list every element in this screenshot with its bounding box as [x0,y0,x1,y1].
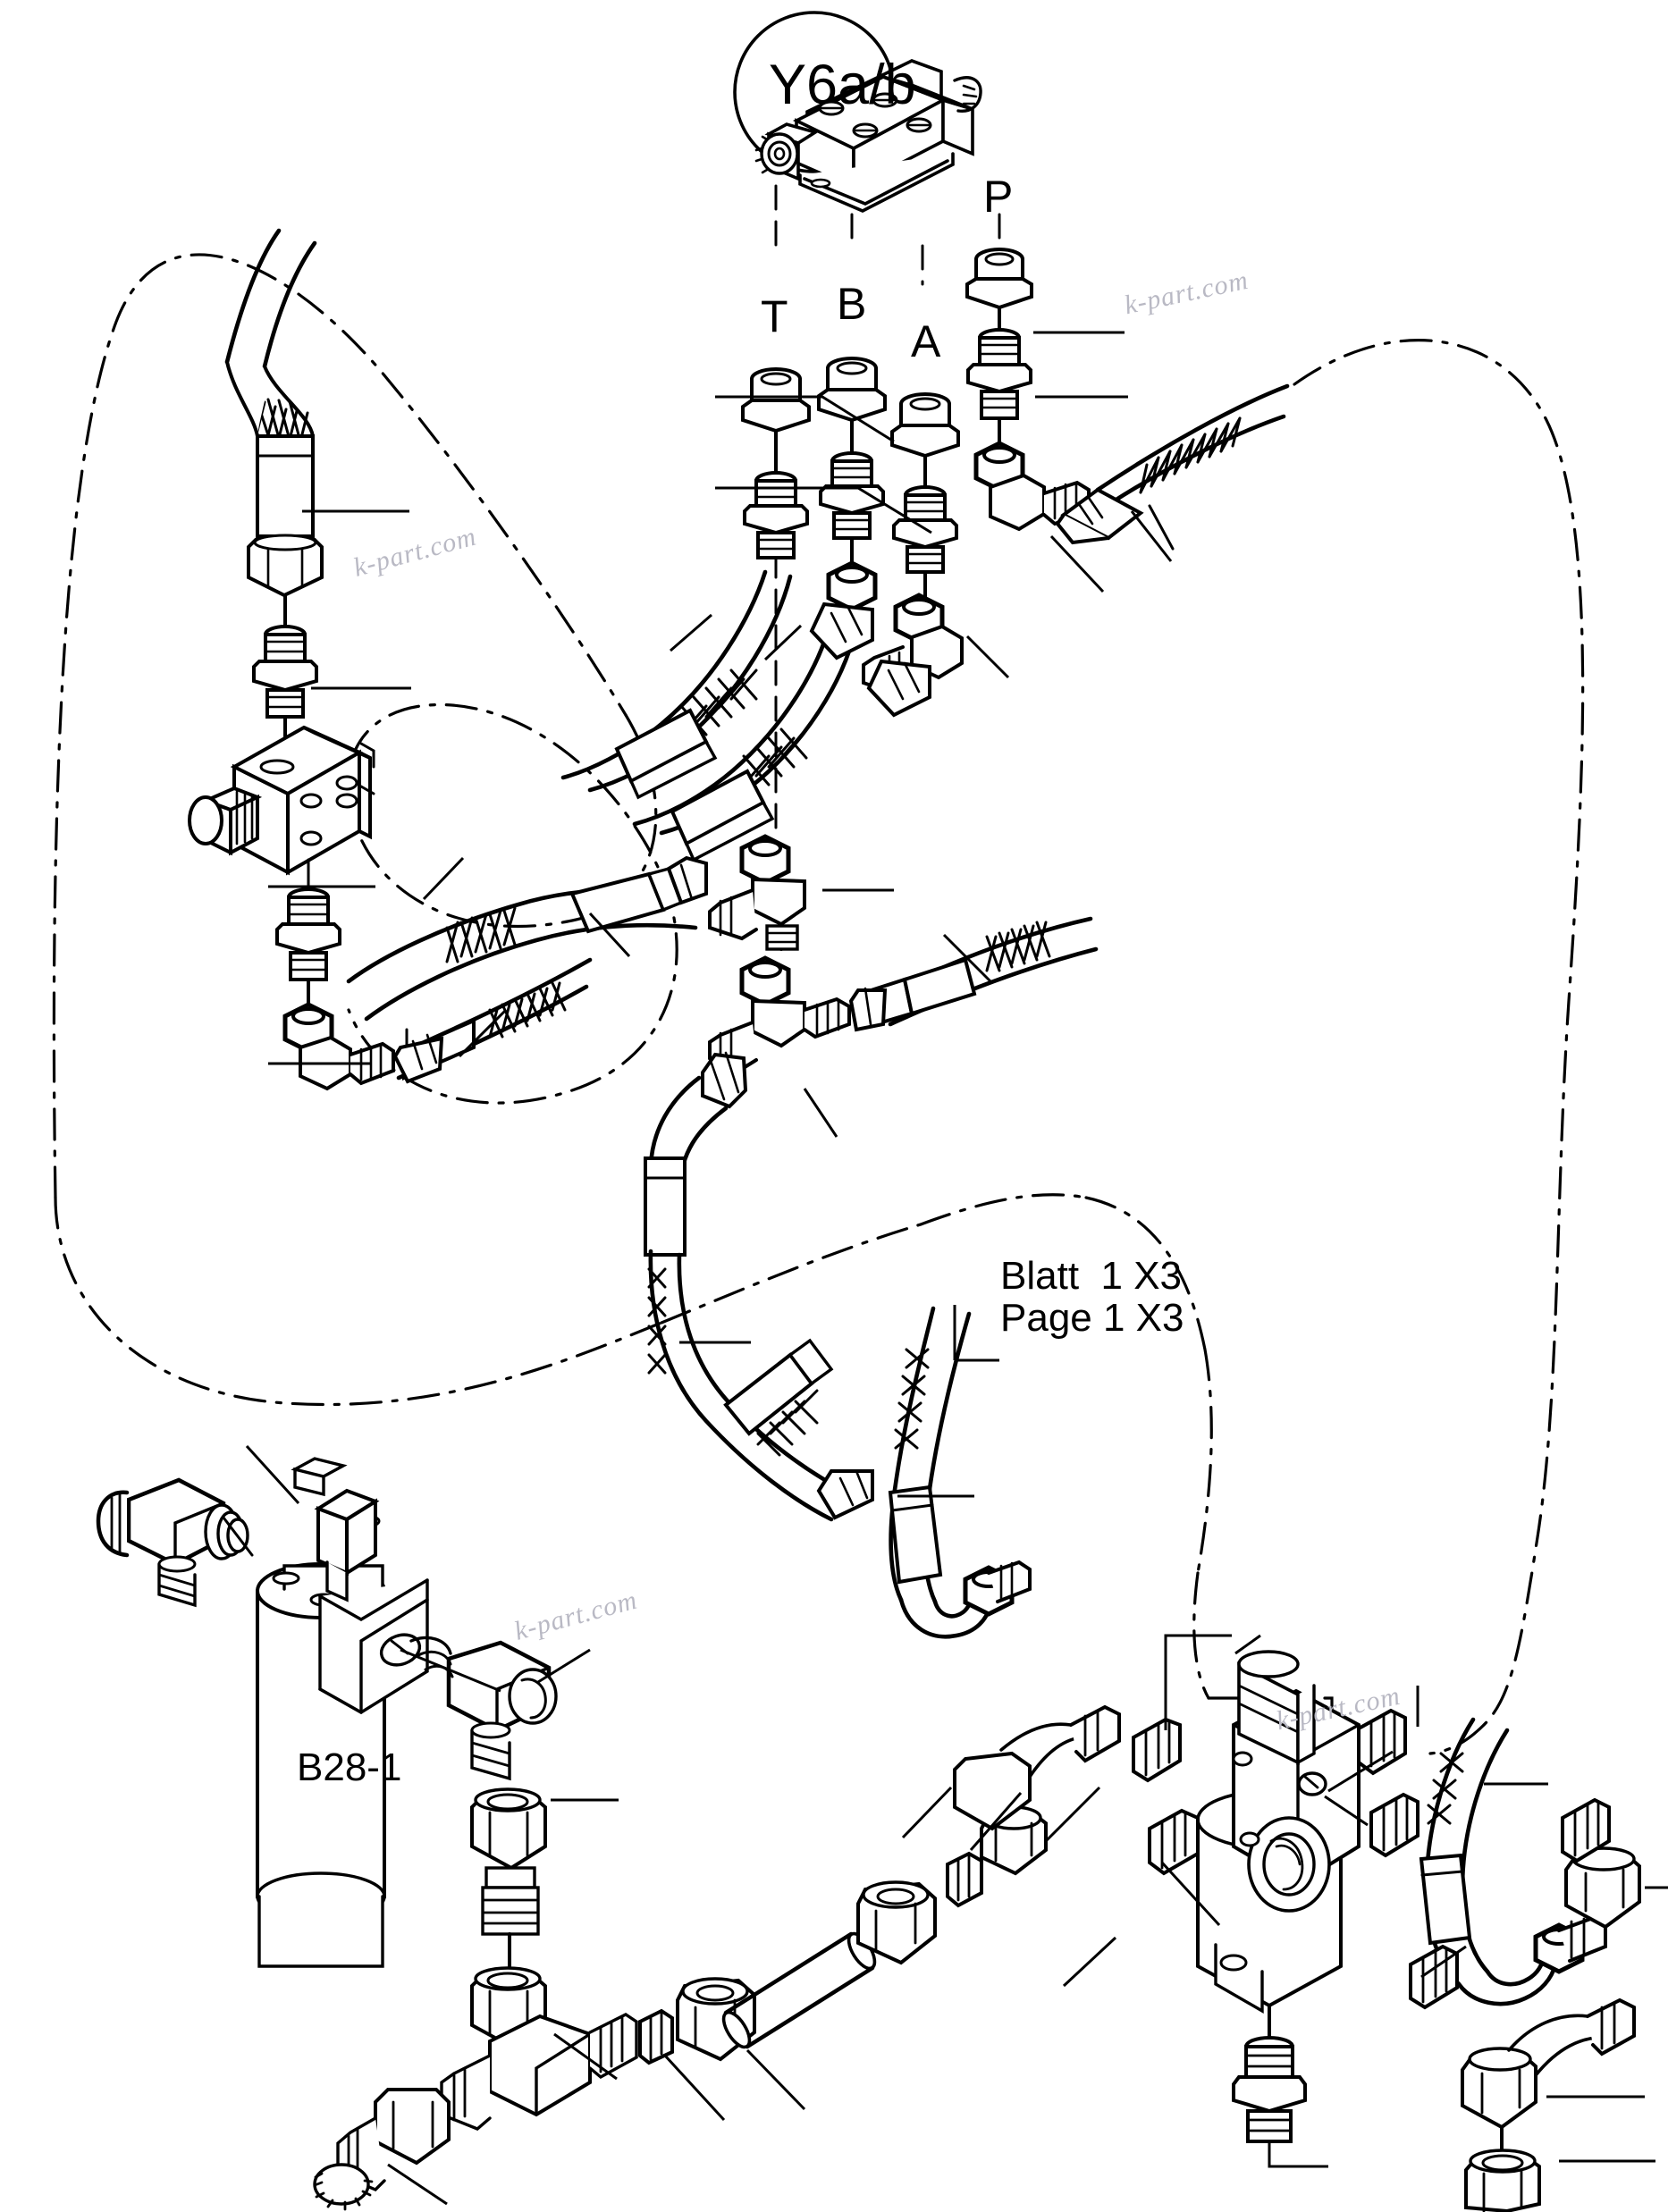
valve-tag-label: Y6a/b [769,54,916,116]
port-label-a: A [911,316,941,366]
reference-blatt-label: Blatt 1 X3 [1000,1254,1183,1298]
reference-page-label: Page 1 X3 [1000,1296,1184,1340]
filter-tag-label: B28-1 [297,1745,402,1789]
port-label-t: T [761,291,788,341]
port-label-p: P [983,172,1014,222]
port-label-b: B [837,279,867,329]
